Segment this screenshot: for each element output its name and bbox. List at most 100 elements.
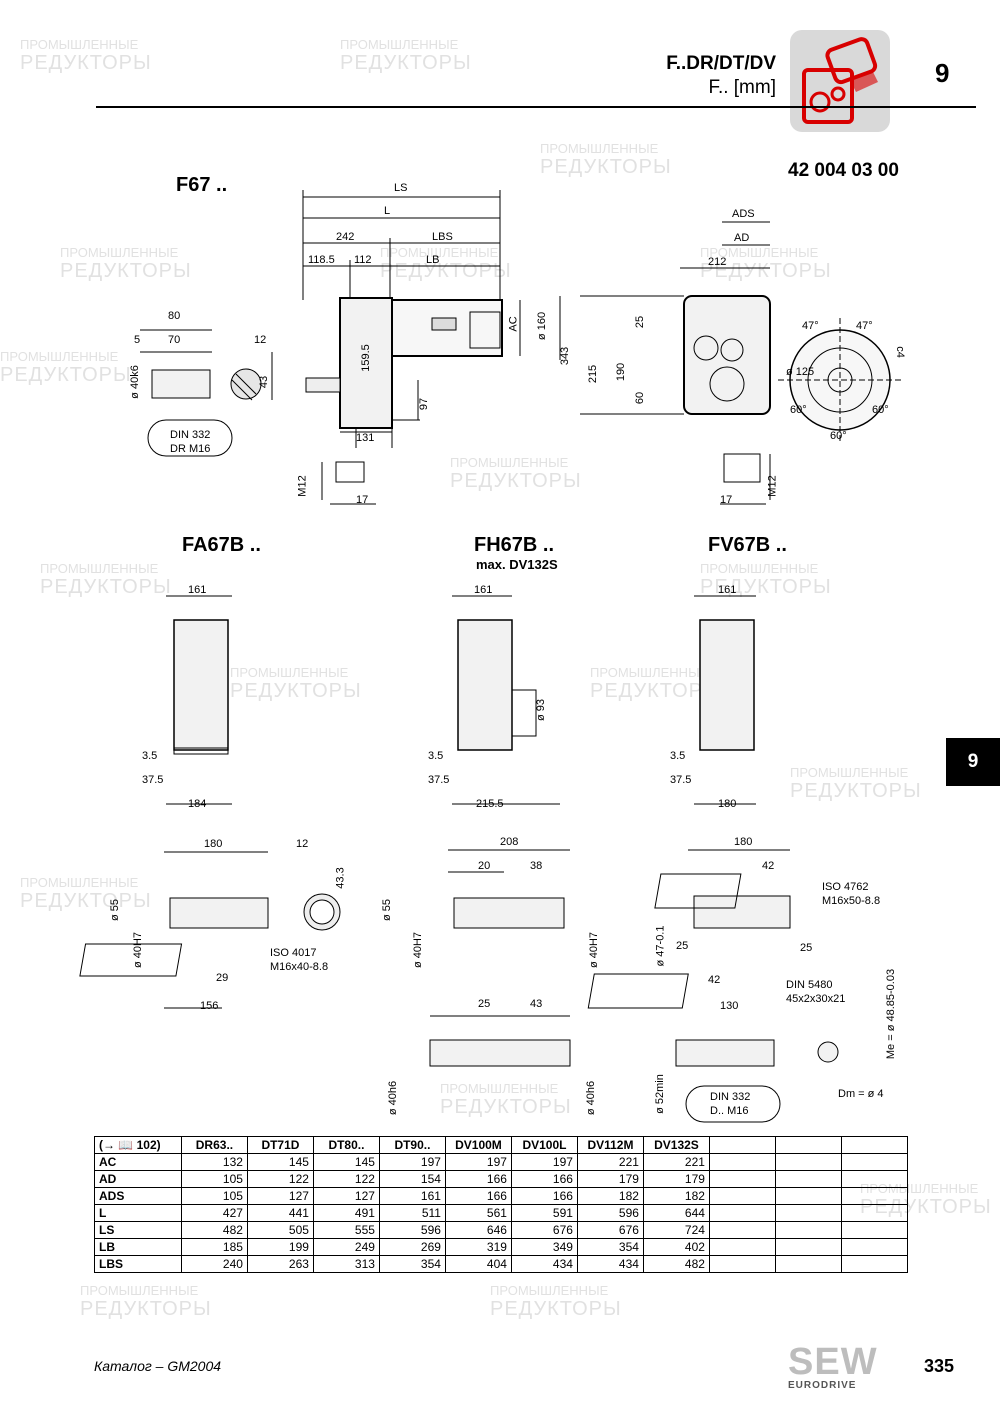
callout-line: 45x2x30x21	[786, 993, 846, 1005]
dim-label: 17	[720, 494, 733, 506]
dim-label: 60	[634, 391, 647, 405]
dim-label: Me = ø 48.85-0.03	[885, 968, 898, 1060]
page-number: 335	[924, 1356, 955, 1376]
dim-label: 180	[718, 798, 737, 810]
model-label-fh67b: FH67B ..	[474, 534, 555, 556]
table-cell: 154	[378, 1170, 446, 1188]
gearmotor-icon	[790, 30, 890, 132]
table-cell	[774, 1255, 842, 1273]
table-cell: 402	[642, 1238, 710, 1256]
table-cell	[774, 1187, 842, 1205]
row-label: AD	[94, 1170, 182, 1188]
column-header: DT71D	[246, 1136, 314, 1154]
dim-label: 208	[500, 836, 519, 848]
table-cell: 591	[510, 1204, 578, 1222]
dim-label: 5	[134, 334, 141, 346]
technical-drawing	[79, 190, 902, 1123]
table-cell	[774, 1170, 842, 1188]
table-cell: 182	[642, 1187, 710, 1205]
table-cell: 182	[576, 1187, 644, 1205]
table-cell	[774, 1153, 842, 1171]
dim-label: LBS	[432, 231, 453, 243]
dim-label: 37.5	[142, 774, 164, 786]
dim-label: 42	[708, 974, 721, 986]
dim-label: 215	[587, 364, 600, 384]
dim-label: 42	[762, 860, 775, 872]
logo-sub: EURODRIVE	[788, 1380, 857, 1391]
callout-line: DIN 332	[170, 429, 211, 441]
table-cell	[840, 1221, 909, 1239]
table-cell: 505	[246, 1221, 314, 1239]
dim-label: 118.5	[308, 254, 335, 266]
dim-label: 47°	[856, 320, 873, 332]
table-cell: 511	[378, 1204, 446, 1222]
dim-label: 156	[200, 1000, 219, 1012]
chapter-tab: 9	[946, 738, 1000, 786]
dim-label: 131	[356, 432, 375, 444]
dim-label: 37.5	[670, 774, 692, 786]
table-ref-header: (→ 📖 102)	[94, 1136, 182, 1154]
row-label: LBS	[94, 1255, 182, 1273]
dim-label: ø 40H7	[412, 931, 425, 969]
dim-label: 70	[168, 334, 181, 346]
table-cell: 179	[576, 1170, 644, 1188]
row-label: L	[94, 1204, 182, 1222]
chapter-number: 9	[935, 58, 950, 88]
table-cell: 319	[444, 1238, 512, 1256]
table-cell: 555	[312, 1221, 380, 1239]
dim-label: 25	[478, 998, 491, 1010]
table-cell: 644	[642, 1204, 710, 1222]
table-cell: 240	[180, 1255, 248, 1273]
column-header: DT90..	[378, 1136, 446, 1154]
header-divider	[96, 106, 976, 108]
dim-label: 343	[559, 346, 572, 366]
row-label: AC	[94, 1153, 182, 1171]
dim-label: ø 93	[535, 698, 548, 722]
dim-label: ø 40h6	[585, 1080, 598, 1116]
callout-line: D.. M16	[710, 1105, 749, 1117]
table-cell	[708, 1255, 776, 1273]
column-header	[774, 1136, 842, 1154]
dim-label: ø 52min	[653, 1074, 666, 1114]
model-label-fv67b: FV67B ..	[708, 534, 787, 556]
table-cell: 145	[312, 1153, 380, 1171]
table-cell: 441	[246, 1204, 314, 1222]
table-cell: 263	[246, 1255, 314, 1273]
table-cell: 105	[180, 1187, 248, 1205]
dim-label: ø 47-0.1	[654, 925, 667, 967]
table-cell	[708, 1204, 776, 1222]
dim-label: 38	[530, 860, 543, 872]
table-cell	[840, 1153, 909, 1171]
dim-label: 80	[168, 310, 181, 322]
row-label: LB	[94, 1238, 182, 1256]
row-label: ADS	[94, 1187, 182, 1205]
table-cell: 185	[180, 1238, 248, 1256]
callout-line: DR M16	[170, 443, 211, 455]
column-header: DV132S	[642, 1136, 710, 1154]
dim-label: 37.5	[428, 774, 450, 786]
dim-label: 180	[204, 838, 223, 850]
table-cell	[708, 1238, 776, 1256]
model-label-fa67b: FA67B ..	[182, 534, 261, 556]
dim-label: ø 40h6	[387, 1080, 400, 1116]
dim-label: 12	[254, 334, 267, 346]
dim-label: 215.5	[476, 798, 504, 810]
table-cell: 221	[576, 1153, 644, 1171]
dim-label: ø 55	[381, 898, 394, 922]
dim-label: 60°	[830, 430, 847, 442]
